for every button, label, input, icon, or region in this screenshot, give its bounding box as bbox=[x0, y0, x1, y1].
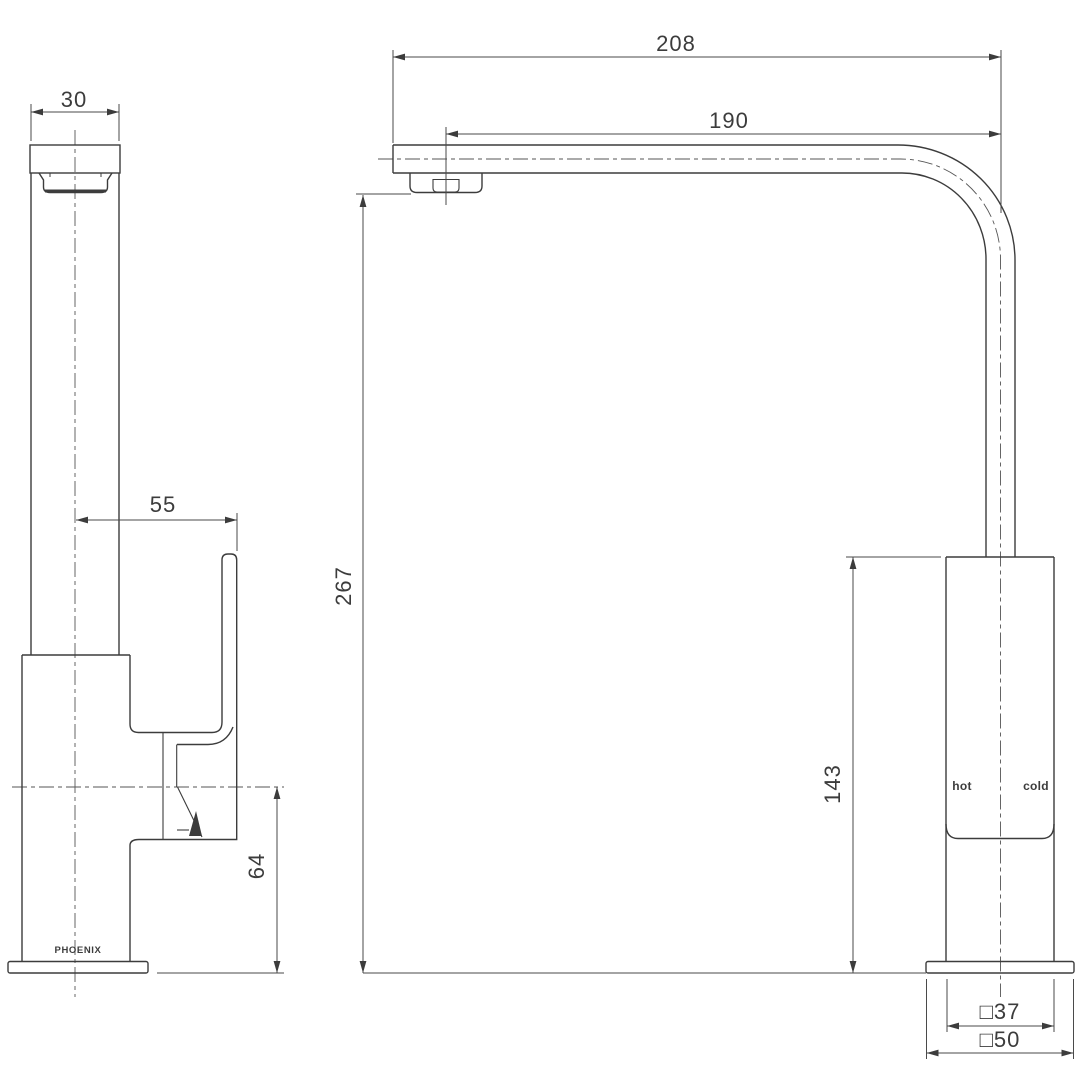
side-base-plate bbox=[7, 960, 149, 974]
dim-value: 30 bbox=[61, 87, 87, 112]
arrowhead-left bbox=[393, 53, 405, 61]
arrowhead-right bbox=[1042, 1022, 1054, 1030]
dim-body-square: □37 bbox=[946, 979, 1055, 1032]
side-riser-column bbox=[30, 173, 120, 655]
dim-lines bbox=[926, 979, 1074, 1059]
arrowhead-down bbox=[849, 961, 857, 973]
hot-label: hot bbox=[952, 779, 972, 793]
arrowhead-left bbox=[947, 1022, 959, 1030]
dim-value: 267 bbox=[331, 566, 356, 606]
arrowhead-right bbox=[989, 53, 1001, 61]
dim-lines bbox=[30, 104, 120, 141]
dim-lines bbox=[76, 513, 238, 551]
arrowhead-left bbox=[76, 516, 88, 524]
side-body-left bbox=[21, 654, 130, 962]
arrowhead-up bbox=[849, 557, 857, 569]
dim-value: □50 bbox=[980, 1027, 1021, 1052]
arrowhead-right bbox=[989, 130, 1001, 138]
dim-value: 55 bbox=[150, 492, 176, 517]
front-view bbox=[392, 144, 1075, 974]
arrowhead-right bbox=[1061, 1049, 1074, 1057]
dim-lines bbox=[445, 127, 1001, 205]
centerlines bbox=[12, 130, 1001, 997]
front-aerator-insert bbox=[432, 178, 460, 193]
front-body bbox=[945, 556, 1055, 962]
dim-lines bbox=[392, 50, 1002, 213]
front-base-plate bbox=[925, 960, 1075, 974]
arrowhead-left bbox=[446, 130, 458, 138]
front-spout-arm bbox=[392, 144, 902, 174]
dim-lines bbox=[356, 193, 411, 973]
dim-value: 64 bbox=[244, 853, 269, 879]
front-spout-inner-curve bbox=[901, 172, 987, 557]
dim-aerator-reach: 190 bbox=[445, 108, 1001, 205]
front-body-panel-bottom bbox=[945, 823, 1055, 840]
dim-value: 190 bbox=[709, 108, 749, 133]
brand-label: PHOENIX bbox=[55, 945, 102, 956]
arrowhead-down bbox=[359, 961, 367, 973]
dim-value: □37 bbox=[980, 999, 1021, 1024]
front-spout-outer-curve bbox=[897, 144, 1016, 557]
arrowhead-left bbox=[31, 108, 43, 116]
front-view-spout-centerline bbox=[378, 158, 1001, 997]
arrowhead-up bbox=[273, 787, 281, 799]
dim-lines bbox=[946, 979, 1055, 1032]
dim-value: 208 bbox=[656, 31, 696, 56]
dim-value: 143 bbox=[820, 764, 845, 804]
side-handle-outline bbox=[129, 553, 238, 962]
dim-pivot-height: 64 bbox=[157, 787, 284, 974]
side-handle-underside bbox=[177, 726, 234, 746]
side-view bbox=[7, 144, 238, 974]
dim-body-top-height: 143 bbox=[820, 556, 941, 973]
side-spout-head bbox=[29, 144, 121, 174]
arrowhead-left bbox=[926, 1049, 939, 1057]
dim-lines bbox=[846, 556, 941, 973]
cold-label: cold bbox=[1023, 779, 1049, 793]
dim-spout-width: 30 bbox=[30, 87, 120, 141]
dim-lines bbox=[157, 787, 284, 974]
dim-handle-offset: 55 bbox=[76, 492, 238, 551]
arrowhead-right bbox=[107, 108, 119, 116]
arrowhead-right bbox=[225, 516, 237, 524]
dim-overall-reach: 208 bbox=[392, 31, 1002, 213]
dim-outlet-height: 267 bbox=[331, 193, 411, 973]
arrowhead-down bbox=[273, 961, 281, 973]
side-aerator-ticks bbox=[49, 173, 102, 177]
side-lever-wedge bbox=[189, 811, 202, 836]
arrowhead-up bbox=[359, 195, 367, 207]
dim-base-square: □50 bbox=[926, 979, 1074, 1059]
